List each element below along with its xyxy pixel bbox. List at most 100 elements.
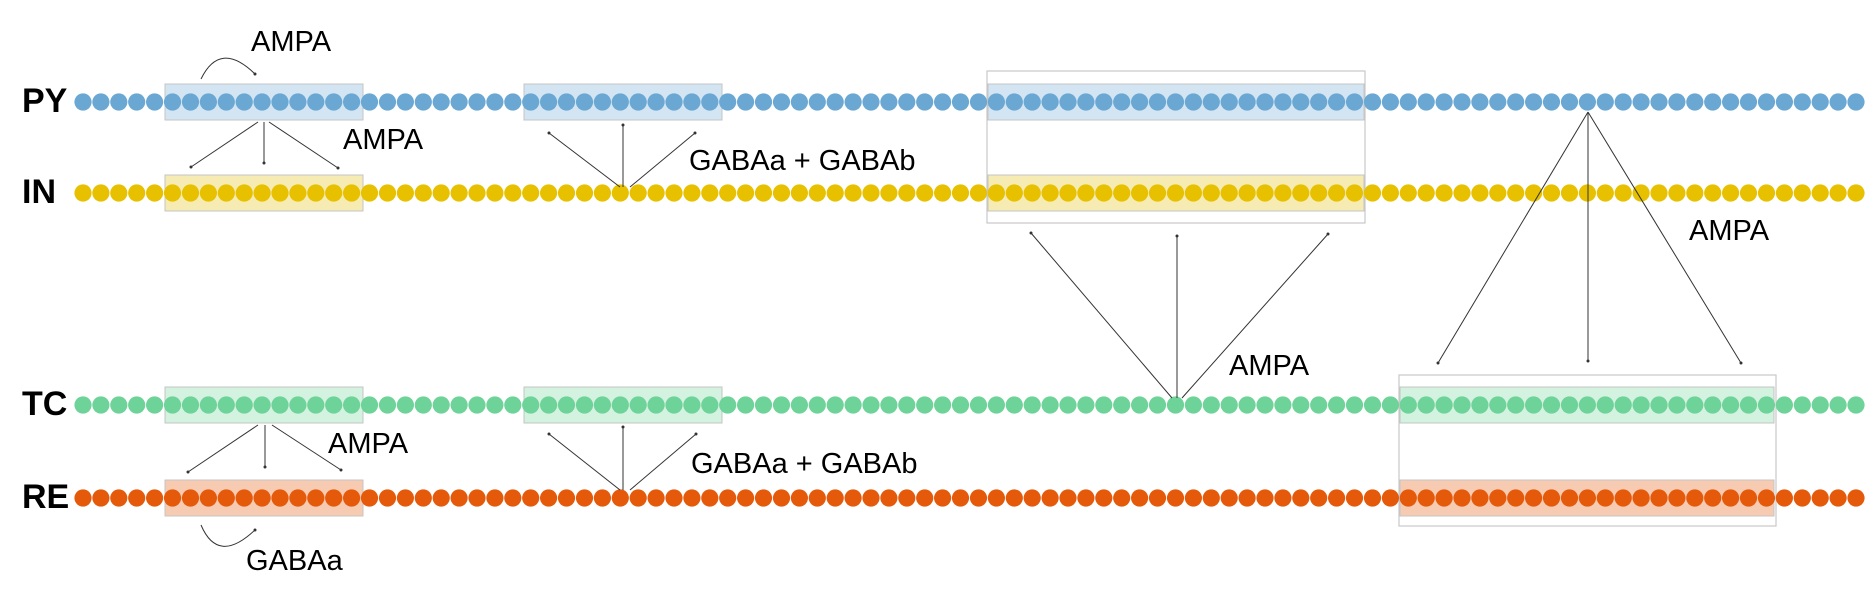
neuron-py: [235, 93, 253, 111]
neuron-tc: [1811, 396, 1829, 414]
neuron-re: [450, 489, 468, 507]
arrow-tc-re-left-head: [186, 470, 190, 474]
neuron-tc: [1560, 396, 1579, 414]
neuron-py: [1238, 93, 1256, 111]
neuron-re: [235, 489, 253, 507]
neuron-py: [128, 93, 146, 111]
neuron-py: [1292, 93, 1310, 111]
neuron-py: [1668, 93, 1686, 111]
frame-cortex: [986, 70, 1366, 224]
neuron-py: [1148, 93, 1167, 111]
neuron-tc: [1131, 396, 1149, 414]
arrow-py-in-left: [190, 121, 259, 168]
neuron-py: [378, 93, 397, 111]
neuron-re: [378, 489, 397, 507]
neuron-re: [468, 489, 486, 507]
neuron-re: [325, 489, 343, 507]
neuron-in: [1757, 184, 1776, 202]
neuron-in: [217, 184, 235, 202]
neuron-py: [701, 93, 719, 111]
neuron-py: [754, 93, 773, 111]
arrow-py-thal-left-head: [1436, 361, 1440, 365]
neuron-in: [772, 184, 791, 202]
neuron-py: [146, 93, 164, 111]
neuron-tc: [360, 396, 379, 414]
neuron-re: [557, 489, 576, 507]
neuron-re: [1220, 489, 1238, 507]
neuron-re: [1363, 489, 1382, 507]
neuron-tc: [951, 396, 970, 414]
neuron-in: [146, 184, 164, 202]
neuron-in: [1041, 184, 1059, 202]
neuron-tc: [1668, 396, 1686, 414]
neuron-in: [1793, 184, 1811, 202]
neuron-re: [1399, 489, 1417, 507]
arrow-py-thal-right-head: [1739, 361, 1743, 365]
neuron-py: [898, 93, 916, 111]
neuron-in: [1668, 184, 1686, 202]
neuron-re: [1292, 489, 1310, 507]
neuron-py: [1560, 93, 1579, 111]
neuron-in: [1381, 184, 1399, 202]
neuron-tc: [1399, 396, 1417, 414]
neuron-in: [378, 184, 397, 202]
neuron-tc: [1829, 396, 1847, 414]
neuron-py: [1847, 93, 1865, 111]
neuron-py: [683, 93, 701, 111]
neuron-in: [1453, 184, 1471, 202]
neuron-re: [665, 489, 683, 507]
neuron-py: [647, 93, 665, 111]
neuron-re: [74, 489, 92, 507]
arrow-py-in-right: [268, 121, 339, 169]
neuron-tc: [593, 396, 612, 414]
neuron-in: [1525, 184, 1543, 202]
arrow-re-tc-right-head: [694, 432, 698, 436]
neuron-tc: [647, 396, 665, 414]
neuron-in: [1005, 184, 1023, 202]
neuron-re: [844, 489, 862, 507]
neuron-re: [1417, 489, 1435, 507]
neuron-re: [1668, 489, 1686, 507]
arrow-re-re: [200, 524, 256, 547]
neuron-py: [1507, 93, 1525, 111]
neuron-in: [1417, 184, 1435, 202]
neuron-in: [737, 184, 755, 202]
neuron-py: [74, 93, 92, 111]
arrow-re-tc-left: [548, 433, 621, 491]
neuron-py: [1363, 93, 1382, 111]
highlight-frames: [986, 70, 1777, 527]
neuron-in: [1238, 184, 1256, 202]
neuron-tc: [396, 396, 414, 414]
neuron-tc: [146, 396, 164, 414]
neuron-in: [880, 184, 898, 202]
neuron-re: [772, 489, 791, 507]
neuron-py: [92, 93, 110, 111]
neuron-in: [343, 184, 361, 202]
neuron-re: [1793, 489, 1811, 507]
neuron-re: [1435, 489, 1453, 507]
neuron-in: [396, 184, 414, 202]
neuron-re: [1560, 489, 1579, 507]
neuron-tc: [1596, 396, 1614, 414]
neuron-in: [181, 184, 200, 202]
neuron-re: [1381, 489, 1399, 507]
neuron-in: [1578, 184, 1596, 202]
neuron-py: [199, 93, 217, 111]
neuron-re: [1704, 489, 1722, 507]
neuron-in: [128, 184, 146, 202]
neuron-py: [468, 93, 486, 111]
neuron-in: [1363, 184, 1382, 202]
neuron-re: [432, 489, 450, 507]
neuron-in: [1704, 184, 1722, 202]
neuron-re: [1757, 489, 1776, 507]
neuron-py: [1328, 93, 1346, 111]
neuron-in: [1471, 184, 1489, 202]
neuron-py: [1739, 93, 1758, 111]
label-tc-re-ampa: AMPA: [328, 428, 409, 460]
neuron-tc: [898, 396, 916, 414]
neuron-tc: [1345, 396, 1364, 414]
frame-thalamus: [1398, 374, 1777, 527]
arrow-in-py-mid-head: [621, 123, 625, 127]
neuron-re: [181, 489, 200, 507]
neuron-re: [1166, 489, 1185, 507]
